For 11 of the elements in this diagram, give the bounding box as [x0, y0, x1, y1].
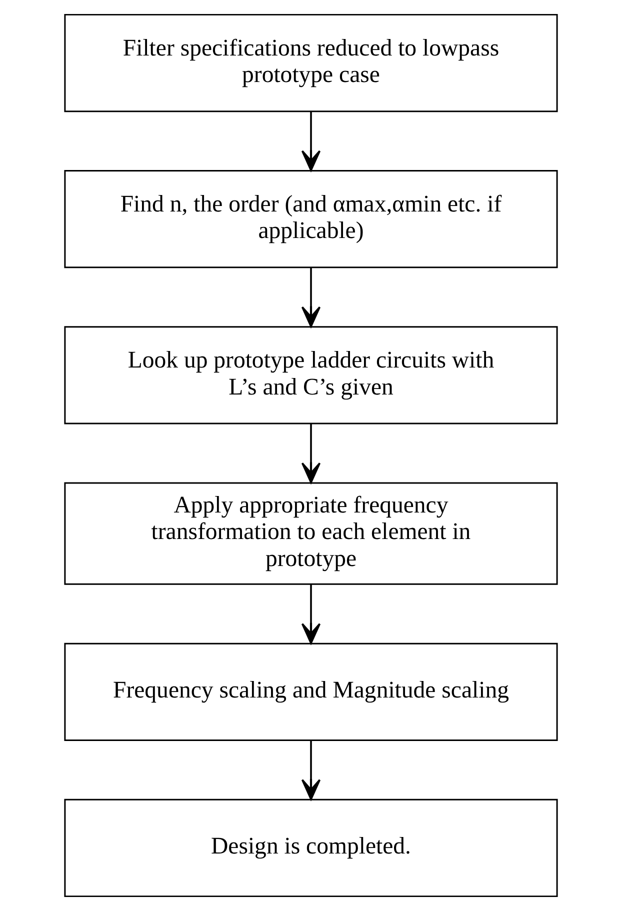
arrow [301, 424, 321, 484]
node-box: Find n, the order (and αmax,αmin etc. if applicable) [64, 170, 558, 268]
arrow [301, 112, 321, 172]
node-box: Design is completed. [64, 798, 558, 898]
node-box: Apply appropriate frequency transformation to each element in prototype [64, 482, 558, 585]
arrow [301, 740, 321, 800]
arrow [301, 268, 321, 328]
node-box: Filter specifications reduced to lowpass prototype case [64, 14, 558, 112]
node-box: Look up prototype ladder circuits with L’s and C’s given [64, 326, 558, 424]
arrow [301, 584, 321, 644]
node-box: Frequency scaling and Magnitude scaling [64, 642, 558, 741]
